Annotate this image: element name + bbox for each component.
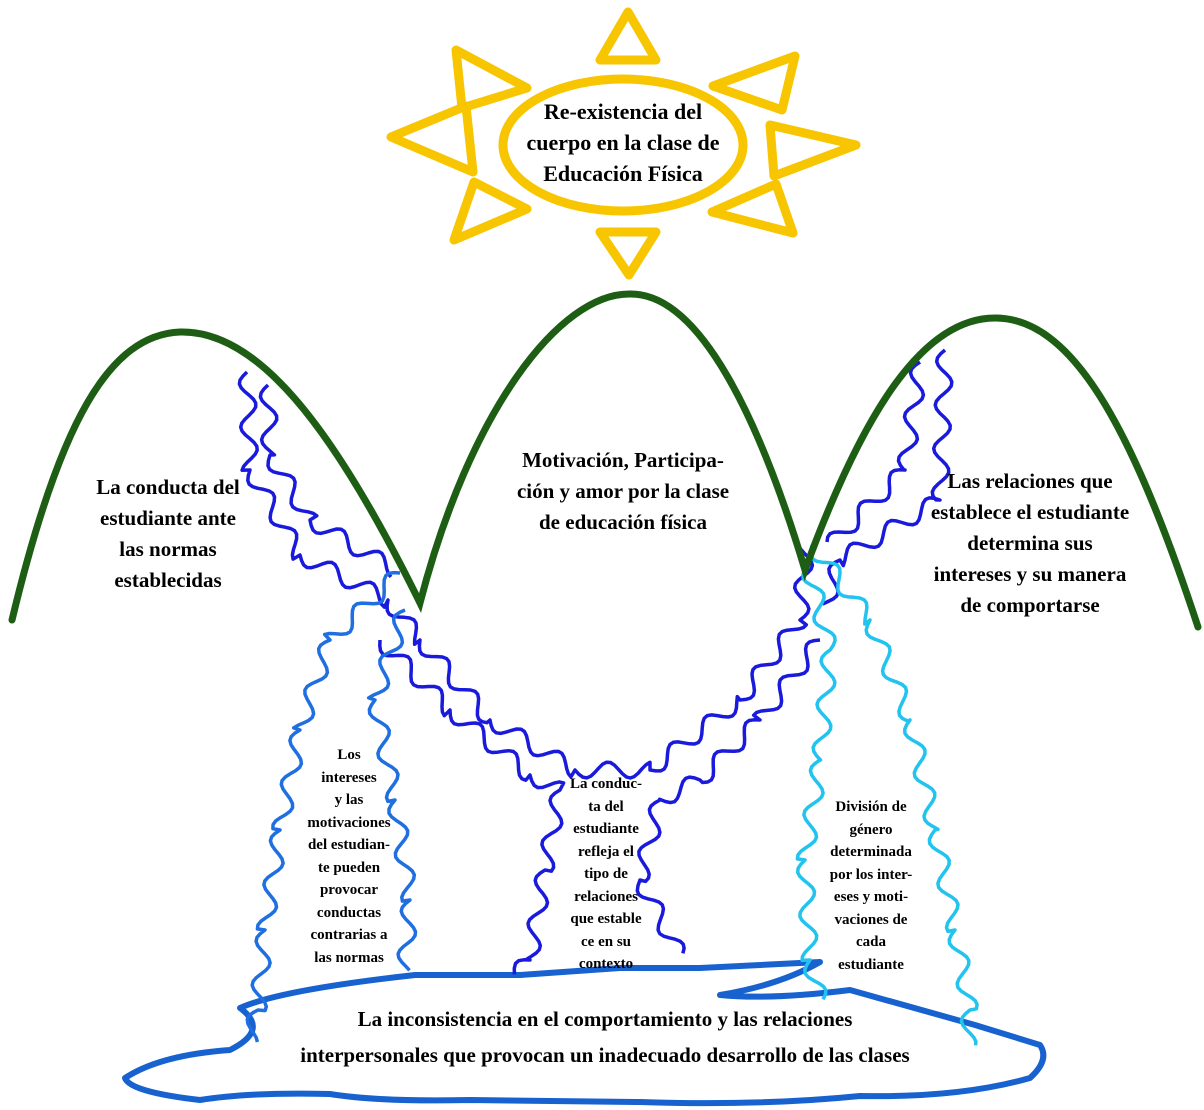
sun-ray-right: [765, 120, 861, 181]
left-river-label: Los intereses y las motivaciones del est…: [288, 744, 410, 969]
right-river-label-line: cada: [856, 934, 886, 950]
left-river-label-line: Los: [337, 747, 361, 763]
hills-outline: [8, 290, 1202, 631]
center-hill-label: Motivación, Participa- ción y amor por l…: [488, 445, 758, 538]
sun-ray-bottom-left: [449, 177, 532, 245]
river-light-right-inner: [795, 564, 837, 1001]
right-river-label-line: División de: [835, 799, 907, 815]
sun-core: [498, 74, 748, 216]
sun-ray-bottom-right: [707, 179, 798, 238]
center-river-label-line: refleja el: [578, 843, 634, 860]
river-mid-left-inner: [366, 608, 418, 972]
left-river-label-line: te pueden: [317, 859, 381, 876]
sun-label-line: cuerpo en la clase de: [526, 130, 720, 155]
lake-outline: [122, 959, 1047, 1107]
left-hill-label: La conducta del estudiante ante las norm…: [68, 472, 268, 596]
center-river-label-line: La conduc-: [569, 776, 643, 792]
lake-label: La inconsistencia en el comportamiento y…: [240, 1001, 970, 1073]
right-hill-label: Las relaciones que establece el estudian…: [900, 466, 1160, 621]
right-hill-label-line: de comportarse: [960, 593, 1100, 617]
sun-label-line: Educación Física: [543, 161, 703, 186]
left-hill-label-line: establecidas: [114, 568, 222, 592]
center-river-label-line: que estable: [570, 911, 642, 927]
sun-ray-top-right: [708, 51, 800, 115]
right-hill-label-line: determina sus: [967, 531, 1093, 555]
lake-label-line: interpersonales que provocan un inadecua…: [300, 1043, 910, 1067]
left-hill-label-line: La conducta del: [96, 475, 240, 499]
river-dark-outer: [237, 370, 815, 780]
left-hill-label-line: estudiante ante: [100, 506, 236, 530]
river-dark-lower2: [635, 638, 821, 954]
lake-label-line: La inconsistencia en el comportamiento y…: [357, 1007, 853, 1031]
center-river-label-line: ta del: [588, 798, 624, 815]
sun-label: Re-existencia del cuerpo en la clase de …: [503, 96, 743, 189]
center-river-label: La conduc- ta del estudiante refleja el …: [548, 773, 664, 976]
sun-ray-left: [386, 101, 478, 177]
sun-icon: [386, 7, 861, 280]
right-river-label-line: género: [849, 821, 893, 838]
left-river-label-line: conductas: [316, 904, 382, 921]
center-hill-label-line: ción y amor por la clase: [516, 479, 730, 503]
left-river-label-line: intereses: [321, 769, 377, 786]
right-river-label-line: eses y moti-: [833, 889, 909, 905]
center-river-label-line: tipo de: [584, 866, 628, 882]
left-river-label-line: y las: [334, 792, 364, 808]
right-river-label-line: estudiante: [838, 956, 904, 973]
river-light-right-outer: [809, 544, 979, 1046]
center-hill-label-line: Motivación, Participa-: [522, 448, 724, 472]
sun-ray-top: [595, 7, 661, 65]
right-hill-label-line: Las relaciones que: [947, 469, 1113, 493]
right-hill-label-line: intereses y su manera: [933, 562, 1127, 586]
river-dark-top: [825, 360, 926, 543]
center-river-label-line: contexto: [578, 956, 634, 972]
river-dark-top2: [821, 348, 954, 606]
left-river-label-line: las normas: [314, 949, 384, 966]
right-hill-label-line: establece el estudiante: [930, 500, 1130, 524]
center-river-label-line: relaciones: [574, 888, 638, 905]
left-river-label-line: del estudian-: [307, 837, 391, 853]
river-dark-inner: [258, 383, 393, 578]
right-river-label: División de género determinada por los i…: [810, 796, 932, 976]
river-mid-left-outer: [245, 570, 401, 1043]
sun-label-line: Re-existencia del: [543, 99, 703, 124]
center-river-label-line: ce en su: [581, 933, 631, 950]
river-dark-lower: [378, 639, 566, 975]
right-river-label-line: vaciones de: [834, 911, 908, 928]
right-river-label-line: por los inter-: [829, 866, 913, 883]
left-river-label-line: provocar: [319, 882, 379, 898]
right-river-label-line: determinada: [830, 844, 912, 860]
rivers-group: [237, 348, 979, 1046]
left-river-label-line: motivaciones: [307, 814, 391, 831]
sun-ray-top-left: [451, 45, 532, 113]
left-river-label-line: contrarias a: [310, 927, 388, 943]
center-river-label-line: estudiante: [573, 821, 639, 837]
center-hill-label-line: de educación física: [539, 510, 707, 534]
left-hill-label-line: las normas: [119, 537, 217, 561]
sun-ray-bottom: [595, 227, 661, 280]
